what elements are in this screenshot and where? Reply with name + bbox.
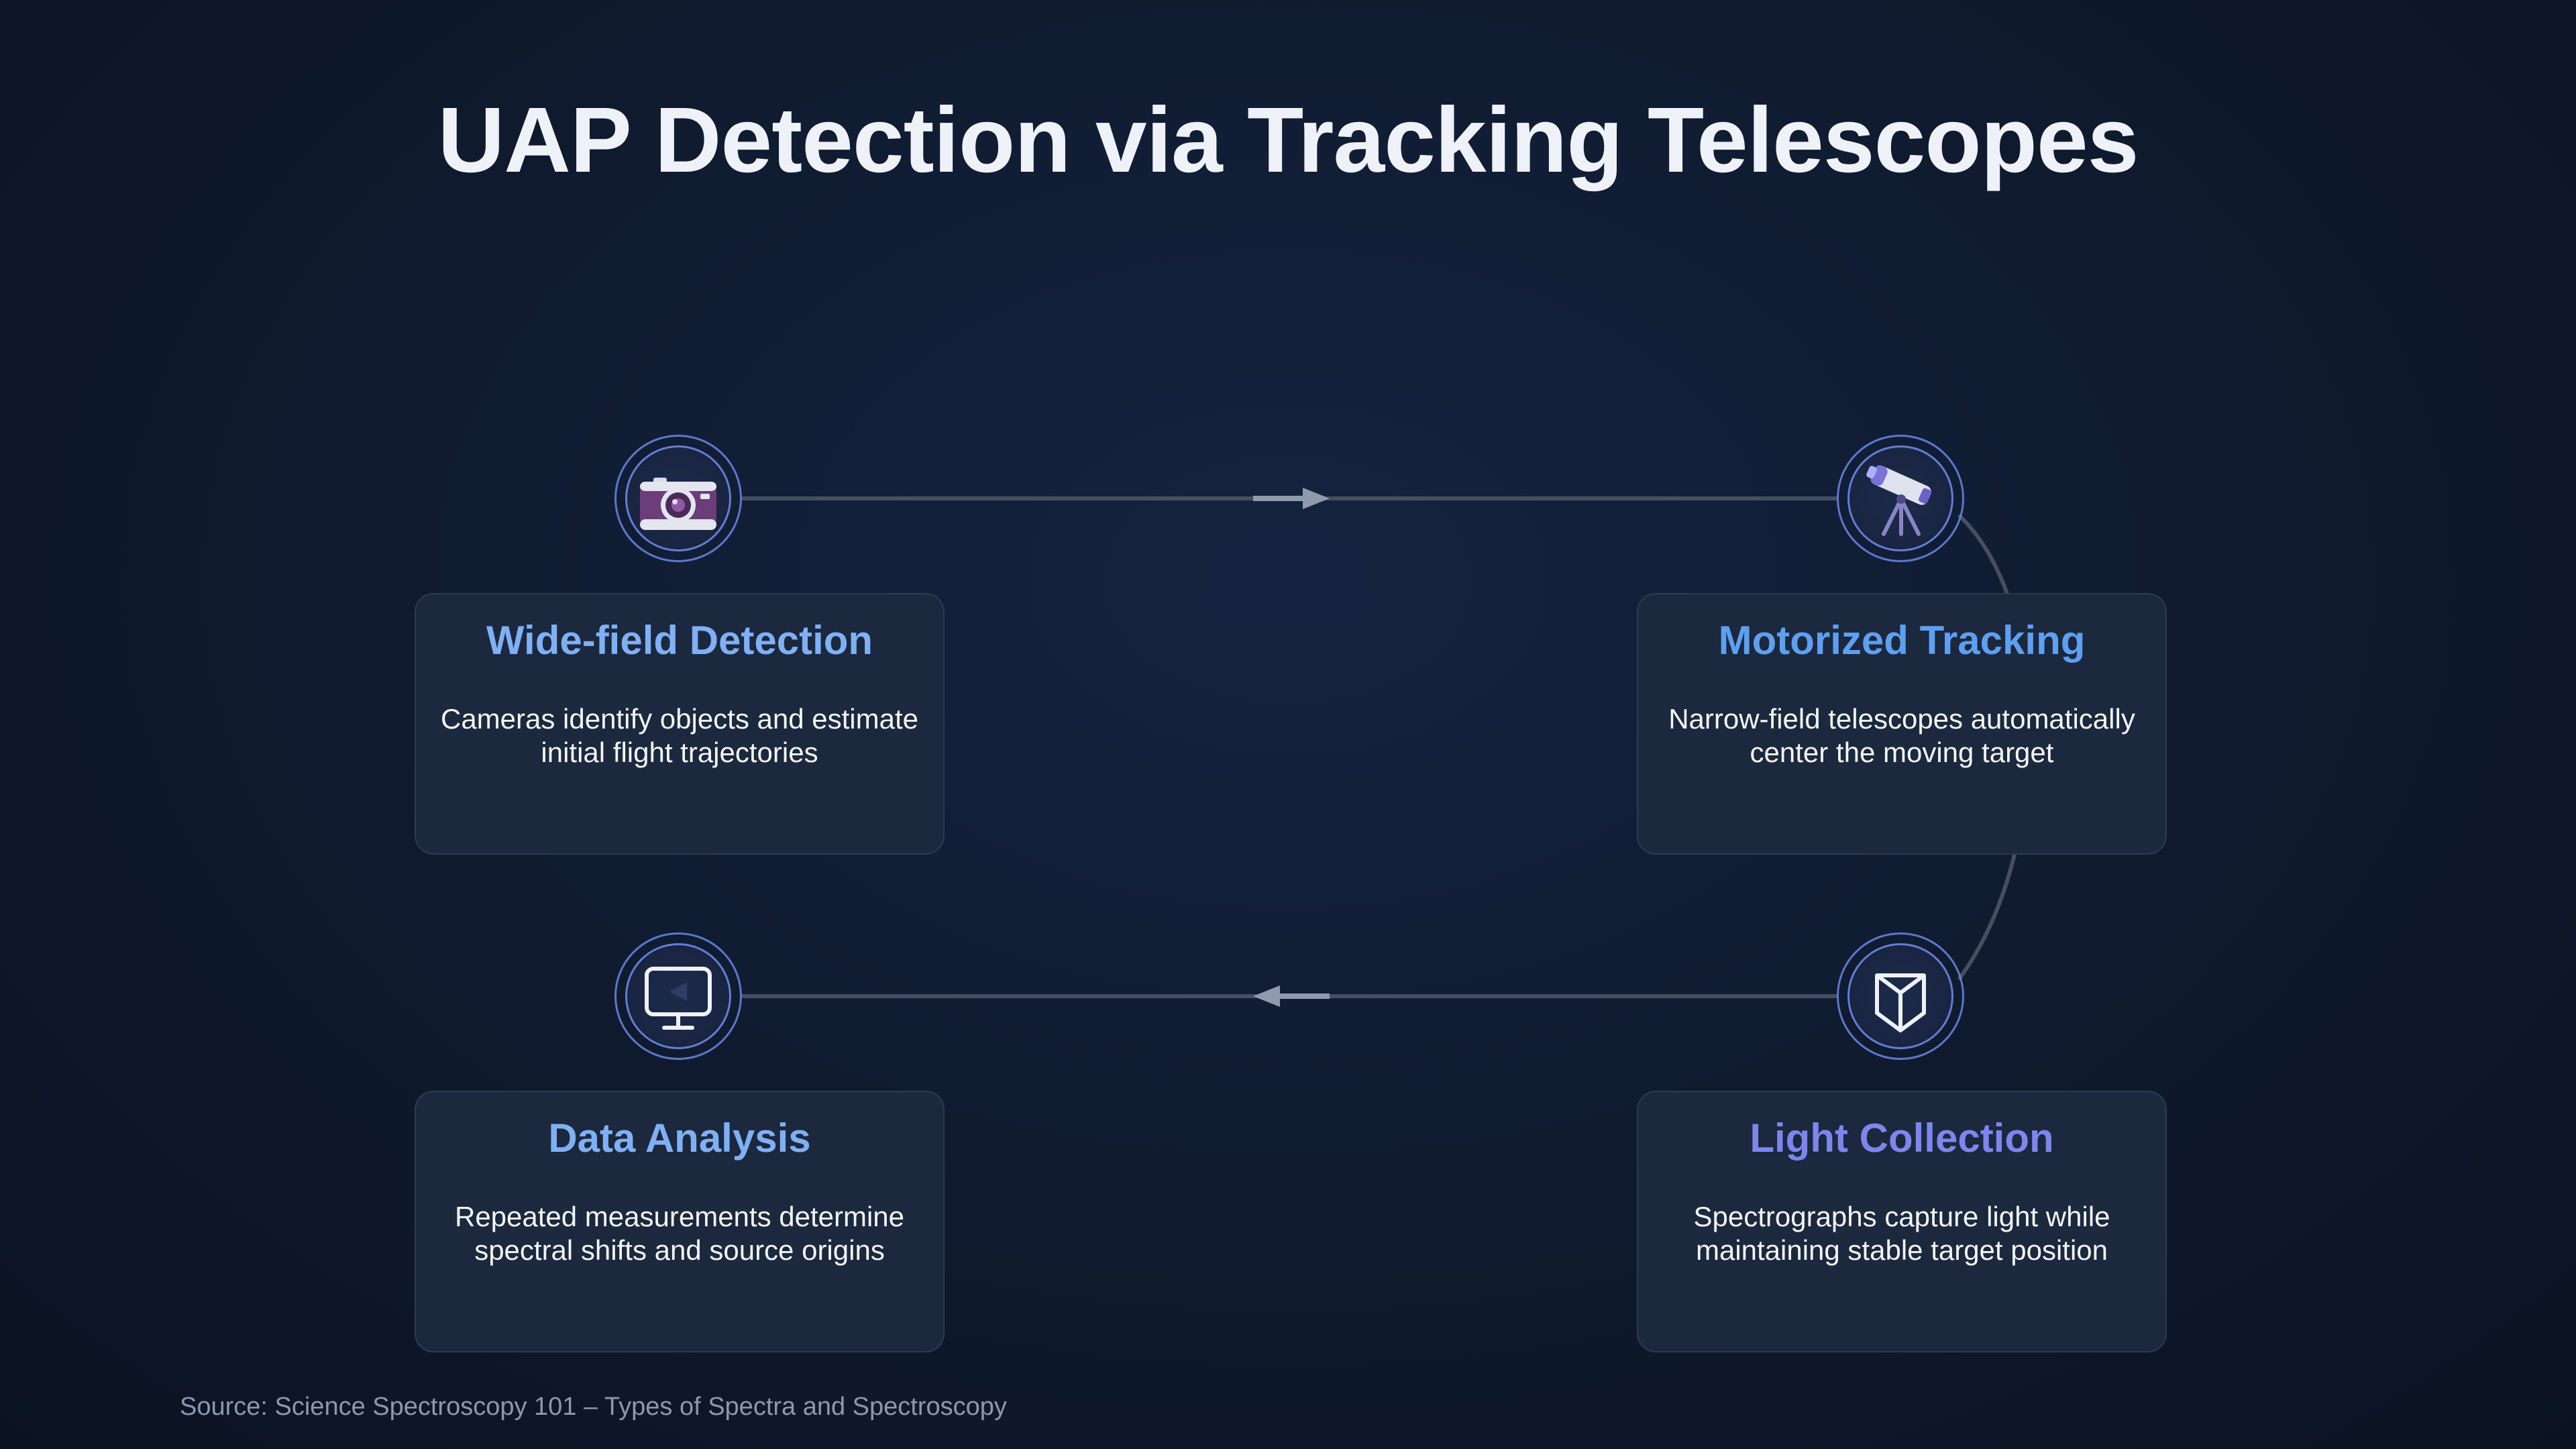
page-title: UAP Detection via Tracking Telescopes xyxy=(437,89,2139,192)
step-node-detection xyxy=(614,435,742,562)
step-description: Repeated measurements determine spectral… xyxy=(454,1201,905,1266)
step-title: Light Collection xyxy=(1750,1116,2054,1161)
step-title: Data Analysis xyxy=(548,1116,811,1161)
step-card-detection: Wide-field Detection Cameras identify ob… xyxy=(415,593,945,855)
step-title: Wide-field Detection xyxy=(486,618,873,663)
step-card-tracking: Motorized Tracking Narrow-field telescop… xyxy=(1637,593,2167,855)
monitor-icon xyxy=(645,967,712,1030)
step-title: Motorized Tracking xyxy=(1718,618,2086,663)
step-node-collection xyxy=(1837,932,1964,1060)
telescope-icon xyxy=(1866,465,1932,536)
step-card-analysis: Data Analysis Repeated measurements dete… xyxy=(415,1091,945,1352)
step-description: Narrow-field telescopes automatically ce… xyxy=(1668,703,2135,768)
step-card-collection: Light Collection Spectrographs capture l… xyxy=(1637,1091,2167,1352)
step-description: Spectrographs capture light while mainta… xyxy=(1693,1201,2110,1266)
source-note: Source: Science Spectroscopy 101 – Types… xyxy=(180,1393,1007,1421)
camera-icon xyxy=(640,478,716,530)
step-node-tracking xyxy=(1837,435,1964,562)
step-description: Cameras identify objects and estimate in… xyxy=(440,703,918,768)
arrow-left-icon xyxy=(1253,985,1330,1007)
arrow-right-icon xyxy=(1253,488,1330,509)
step-node-analysis xyxy=(614,932,742,1060)
prism-icon xyxy=(1875,973,1926,1032)
